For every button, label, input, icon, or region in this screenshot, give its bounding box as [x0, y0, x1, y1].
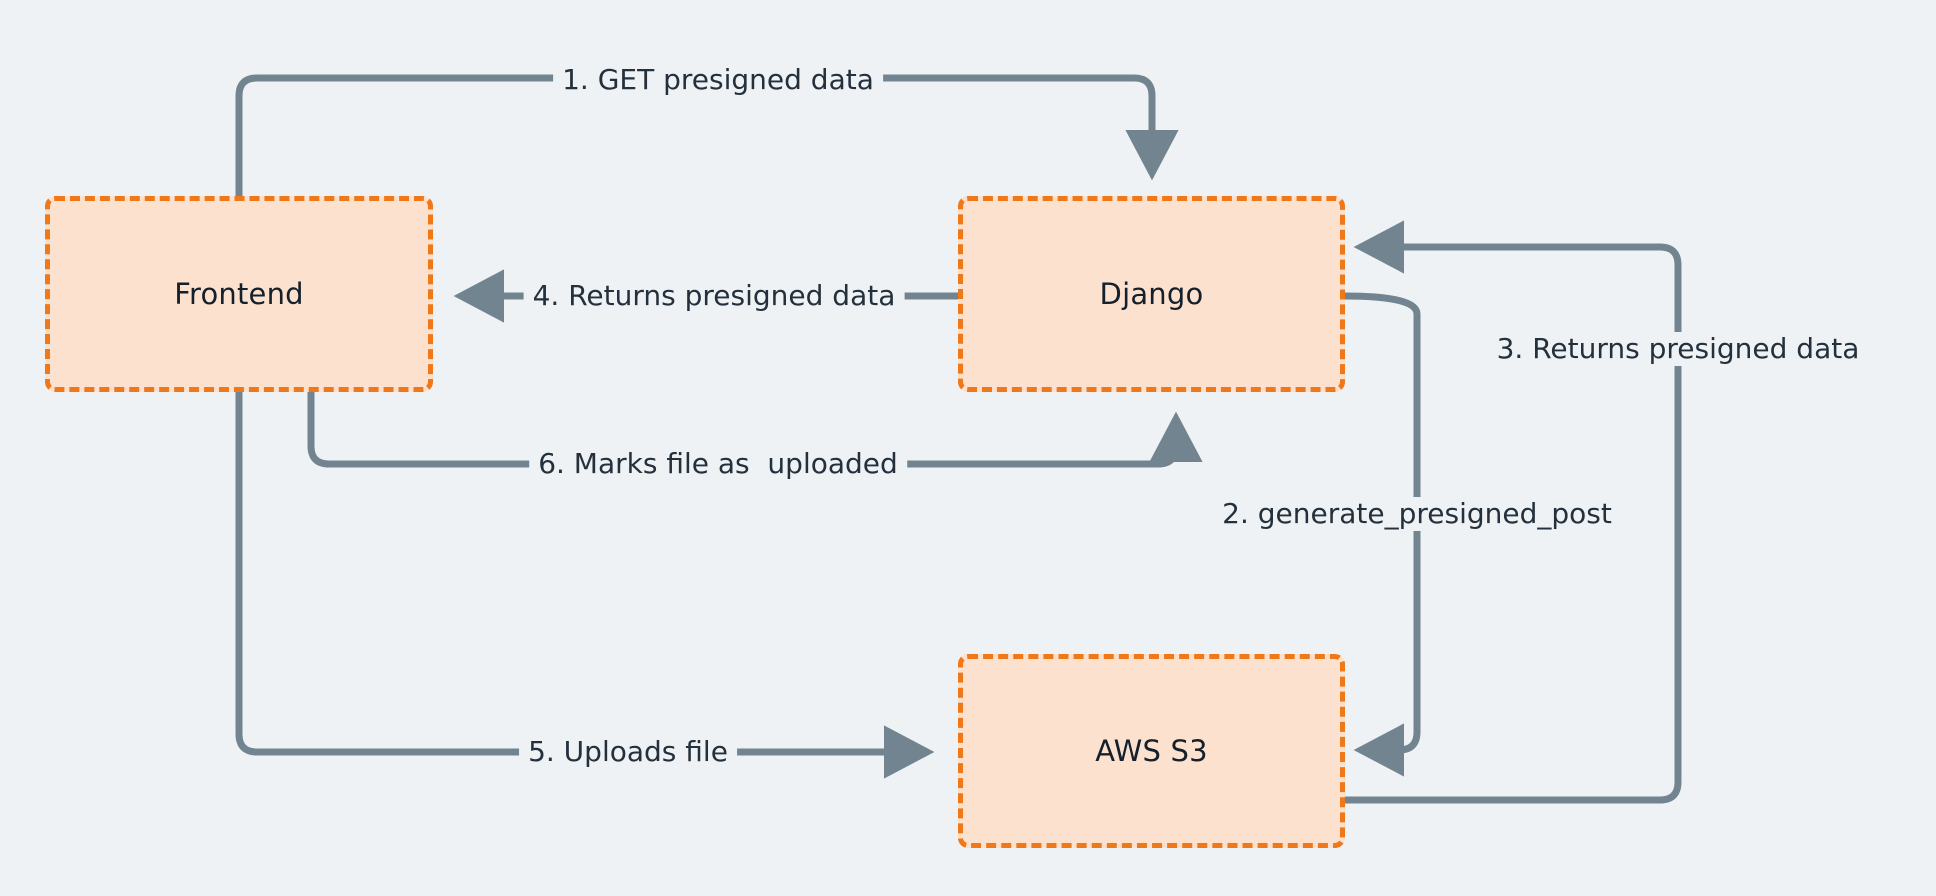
node-aws-s3-label: AWS S3 — [1095, 734, 1208, 768]
edge-label-step-6: 6. Marks file as uploaded — [529, 447, 907, 481]
edge-label-step-1: 1. GET presigned data — [553, 63, 883, 97]
edge-label-step-2: 2. generate_presigned_post — [1213, 497, 1621, 531]
node-django[interactable]: Django — [958, 196, 1345, 392]
edge-label-step-4: 4. Returns presigned data — [523, 279, 905, 313]
node-frontend[interactable]: Frontend — [45, 196, 433, 392]
node-frontend-label: Frontend — [174, 277, 304, 311]
node-django-label: Django — [1099, 277, 1204, 311]
node-aws-s3[interactable]: AWS S3 — [958, 654, 1345, 848]
edge-label-step-5: 5. Uploads file — [519, 735, 737, 769]
edge-path-step-5 — [235, 388, 935, 779]
edge-path-step-2 — [1341, 292, 1421, 777]
edge-label-step-3: 3. Returns presigned data — [1487, 332, 1869, 366]
edge-path-step-3 — [1341, 220, 1682, 804]
